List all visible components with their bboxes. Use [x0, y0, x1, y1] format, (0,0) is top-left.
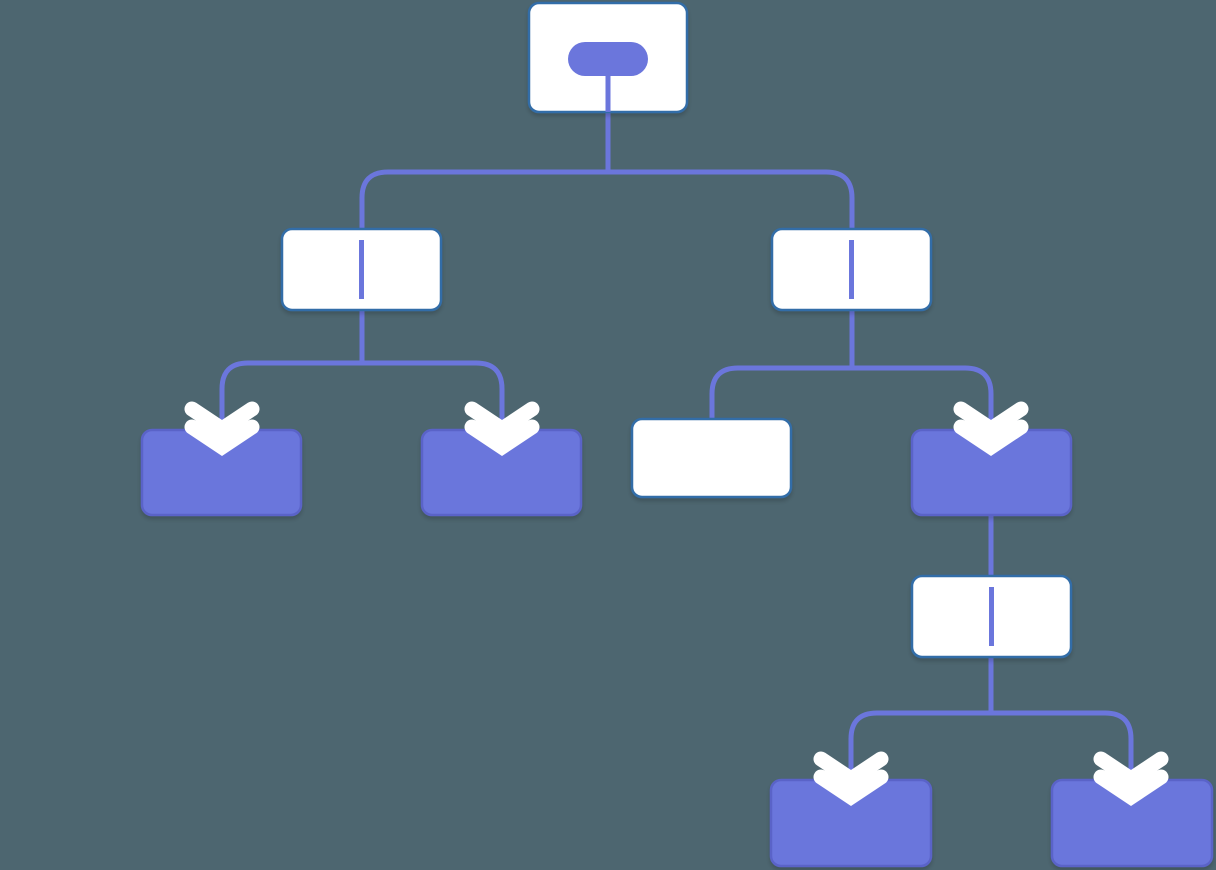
- arrow-down-icon-l3-d: [953, 401, 1029, 457]
- node-stem-root: [605, 76, 611, 112]
- connector-e-l4-l5b: [991, 710, 1134, 790]
- connector-e-l4-l5a: [848, 710, 991, 790]
- nodes-layer: [140, 1, 1214, 868]
- node-line-through-l4: [989, 587, 994, 646]
- connector-e-bus-l2right: [608, 169, 855, 229]
- connector-e-l2left-l3b: [362, 360, 505, 440]
- arrow-down-icon-l3-a: [184, 401, 260, 457]
- node-l3-c[interactable]: [630, 417, 793, 499]
- node-pill-root: [568, 42, 648, 76]
- node-line-through-l2-left: [359, 240, 364, 299]
- connector-e-bus-l2left: [359, 169, 608, 229]
- connector-e-l2right-l3d: [852, 365, 994, 440]
- connector-e-l2left-l3a: [219, 360, 362, 440]
- edges-layer: [219, 112, 1134, 790]
- arrow-down-icon-l5-b: [1093, 751, 1169, 807]
- node-box-l3-c[interactable]: [630, 417, 793, 499]
- arrow-heads-layer: [184, 401, 1169, 807]
- arrow-down-icon-l5-a: [813, 751, 889, 807]
- node-root[interactable]: [527, 1, 689, 114]
- node-line-through-l2-right: [849, 240, 854, 299]
- arrow-down-icon-l3-b: [464, 401, 540, 457]
- connector-overlay-layer: [359, 240, 994, 646]
- connector-e-l2right-l3c: [709, 365, 852, 424]
